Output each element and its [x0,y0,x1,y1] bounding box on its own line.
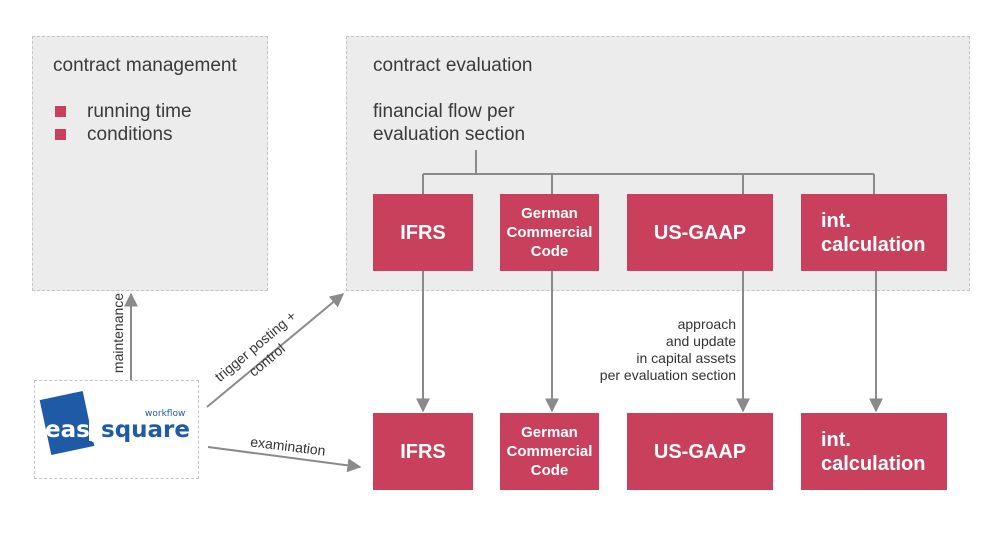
bottom-ifrs-box: IFRS [373,413,473,490]
contract-management-panel [32,36,268,291]
maintenance-label: maintenance [110,292,126,374]
contract-management-list: running time conditions [55,100,192,146]
top-ifrs-box: IFRS [373,194,473,271]
contract-evaluation-subtitle: financial flow per evaluation section [373,101,526,145]
logo-text-square: square [101,417,190,443]
top-usgaap-box: US-GAAP [627,194,773,271]
bottom-german-box: German Commercial Code [500,413,599,490]
logo-text-easy: easy [45,417,105,443]
list-item: conditions [55,123,192,146]
logo-text-workflow: workflow [145,409,185,419]
contract-evaluation-title: contract evaluation [373,55,533,76]
list-item: running time [55,100,192,123]
easysquare-logo-box: easy square workflow [34,380,199,479]
arrow-trigger [206,293,345,408]
bottom-int-calculation-box: int. calculation [801,413,947,490]
arrow-examination [207,446,362,473]
easysquare-logo: easy square workflow [39,391,190,455]
top-int-calculation-box: int. calculation [801,194,947,271]
bottom-usgaap-box: US-GAAP [627,413,773,490]
contract-management-title: contract management [53,55,237,76]
approach-label: approach and update in capital assets pe… [599,316,736,383]
top-german-box: German Commercial Code [500,194,599,271]
